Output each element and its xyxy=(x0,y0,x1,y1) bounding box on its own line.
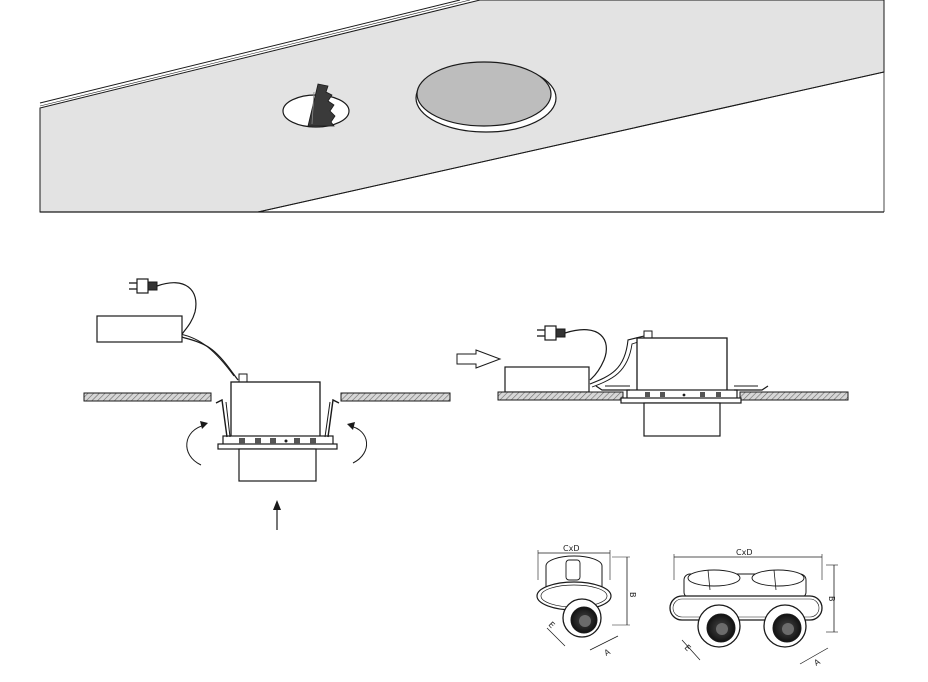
ceiling-cutout-disc xyxy=(415,61,557,133)
downlight-fixture xyxy=(215,373,340,482)
power-plug-icon xyxy=(129,278,158,294)
led-driver-box-installed xyxy=(504,366,590,393)
downlight-fixture-installed xyxy=(595,330,769,437)
ceiling-board-left xyxy=(83,392,212,402)
single-depth-e-label: E xyxy=(547,620,557,630)
ceiling-board-installed xyxy=(497,391,849,401)
saw-blade-icon xyxy=(307,83,336,127)
rotate-arrow-left-icon xyxy=(186,421,208,466)
double-height-label: B xyxy=(827,596,836,602)
single-downlight-dimension-drawing: CxD B E A xyxy=(536,544,637,658)
power-cable-installed xyxy=(564,329,607,381)
led-driver-box xyxy=(96,315,183,343)
single-width-label: CxD xyxy=(563,544,579,553)
push-up-arrow-icon xyxy=(273,500,281,530)
ceiling-board-right xyxy=(340,392,451,402)
double-width-label: CxD xyxy=(736,548,752,557)
double-depth-e-label: E xyxy=(683,643,693,653)
power-cable xyxy=(156,282,239,381)
rotate-arrow-right-icon xyxy=(347,422,368,464)
double-downlight-dimension-drawing: CxD B E A xyxy=(669,548,838,668)
single-depth-a-label: A xyxy=(603,647,613,658)
power-plug-icon-installed xyxy=(537,325,566,341)
double-depth-a-label: A xyxy=(813,657,823,668)
next-step-arrow-icon xyxy=(456,349,502,369)
single-height-label: B xyxy=(628,592,637,598)
